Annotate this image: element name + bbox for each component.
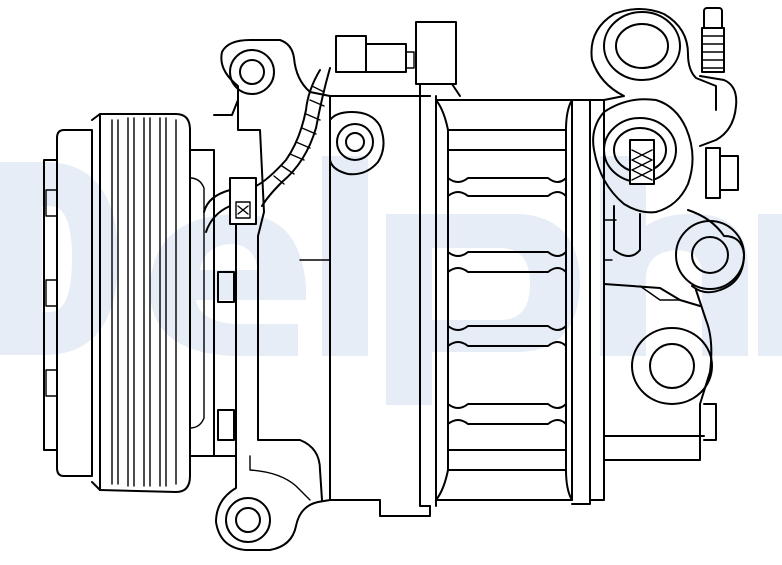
pulley-clutch	[43, 113, 215, 493]
delphi-watermark-logo	[0, 156, 782, 405]
threaded-stud	[701, 7, 725, 73]
front-head-bracket	[213, 39, 431, 551]
cylinder-body	[329, 95, 573, 517]
wiring-harness	[203, 21, 461, 233]
rear-head	[571, 8, 745, 505]
mounting-boss	[329, 111, 385, 176]
